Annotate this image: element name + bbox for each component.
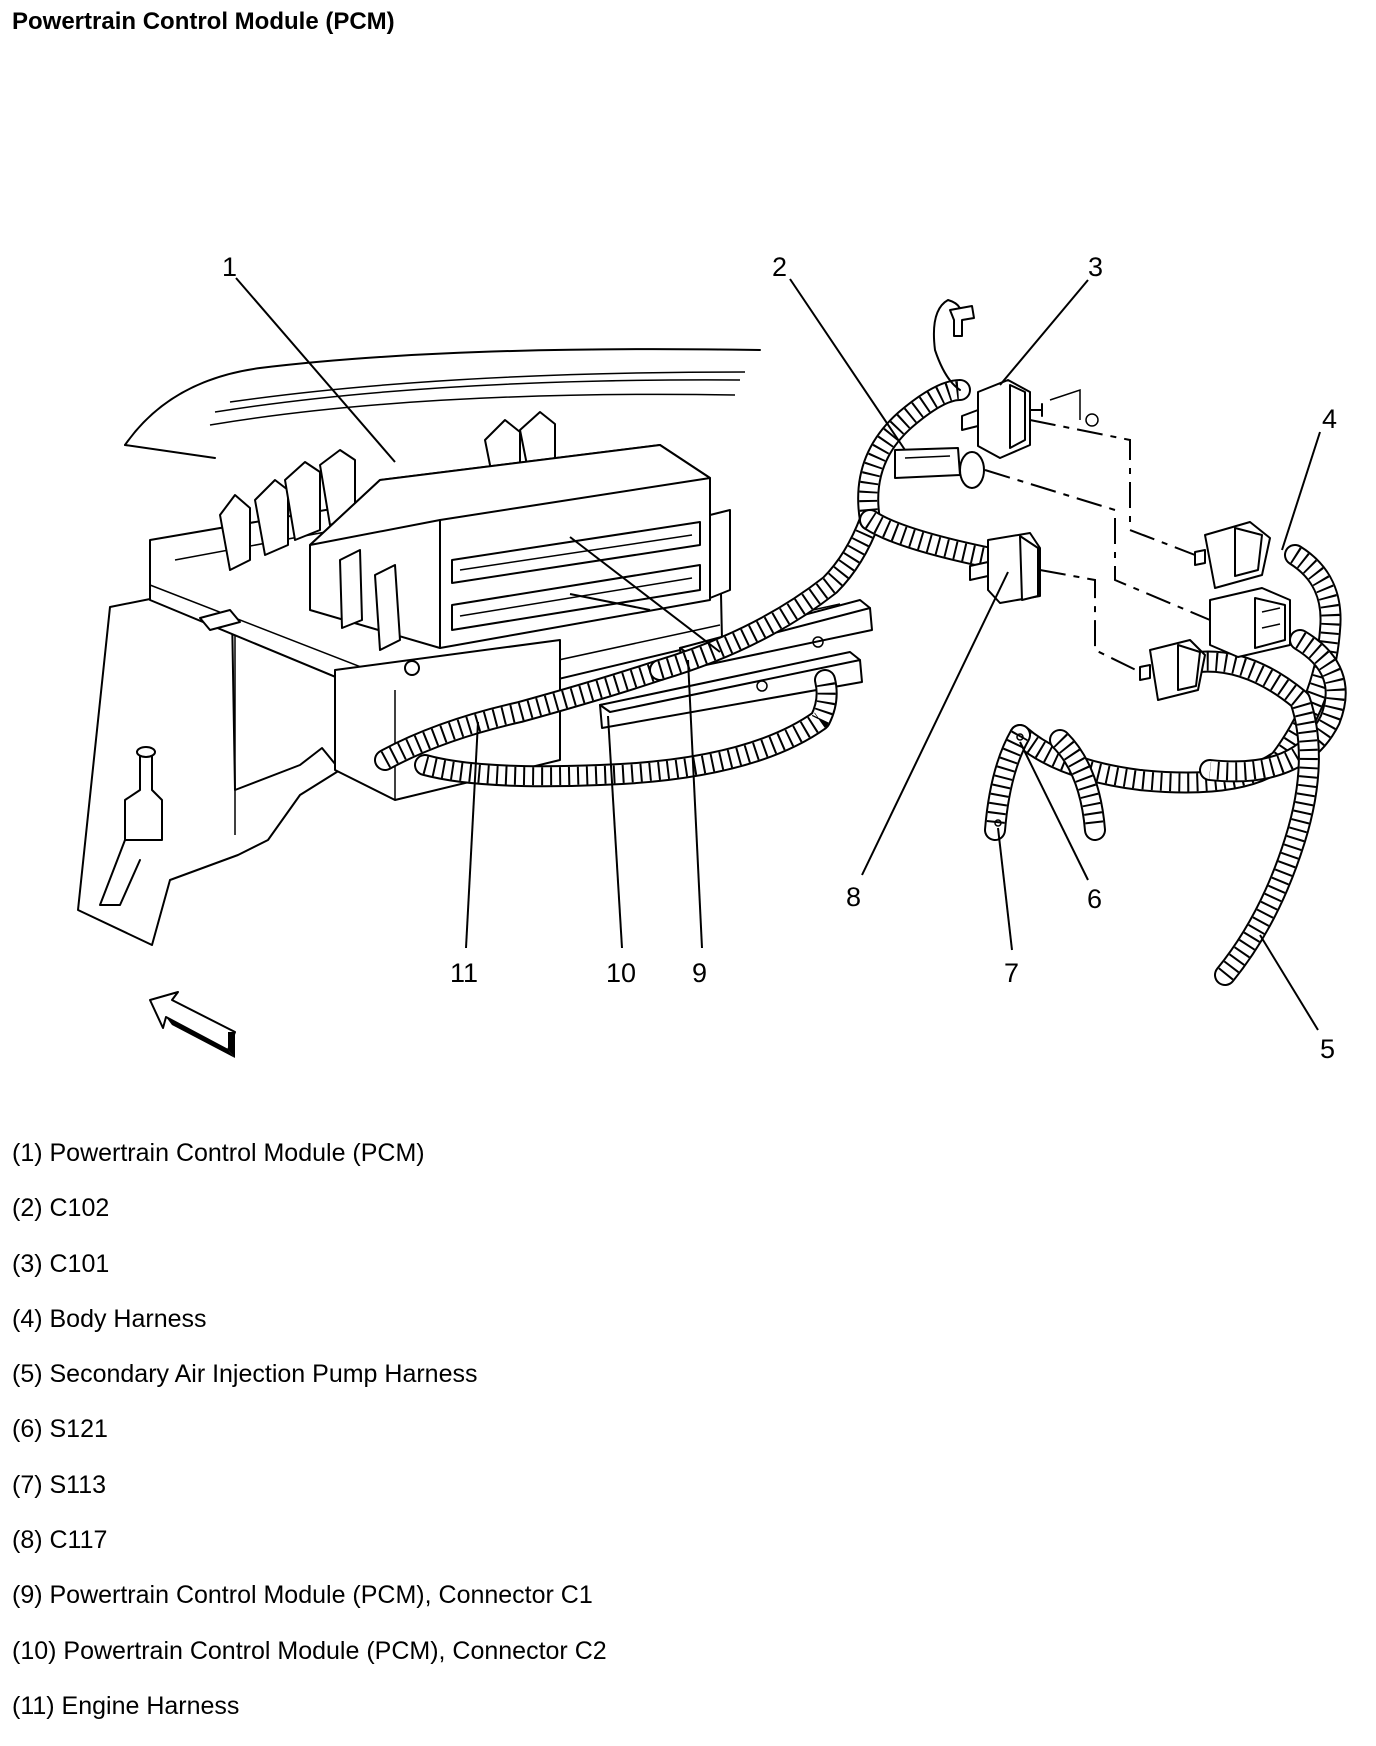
- callout-4: 4: [1322, 404, 1337, 434]
- pcm-location-diagram: 1 2 3 4 5 6 7 8 9 10 11: [77, 252, 1347, 1064]
- body-harness: [857, 299, 1347, 986]
- legend-item: (1) Powertrain Control Module (PCM): [12, 1139, 425, 1167]
- legend-item: (10) Powertrain Control Module (PCM), Co…: [12, 1636, 607, 1665]
- callout-8: 8: [846, 882, 861, 912]
- callout-7: 7: [1004, 958, 1019, 988]
- leader-lines: [235, 277, 1321, 1031]
- legend-item: (2) C102: [12, 1194, 110, 1223]
- legend-item: (8) C117: [12, 1526, 108, 1555]
- legend-item: (4) Body Harness: [12, 1304, 207, 1333]
- body-panel: [77, 348, 761, 946]
- mating-connectors: [1139, 521, 1291, 701]
- legend-item: (6) S121: [12, 1415, 108, 1444]
- splices: [994, 733, 1024, 827]
- callout-11: 11: [450, 958, 478, 988]
- mating-lines: [984, 419, 1211, 673]
- callout-5: 5: [1320, 1034, 1335, 1064]
- connector-c117: [969, 532, 1041, 604]
- legend-item: (11) Engine Harness: [12, 1691, 240, 1720]
- callout-3: 3: [1088, 252, 1103, 282]
- callout-1: 1: [222, 252, 237, 282]
- callout-6: 6: [1087, 884, 1102, 914]
- front-arrow-icon: [149, 991, 236, 1058]
- engine-harness: [374, 509, 881, 788]
- legend-item: (9) Powertrain Control Module (PCM), Con…: [12, 1581, 593, 1610]
- page-title: Powertrain Control Module (PCM): [12, 8, 395, 35]
- callout-9: 9: [692, 958, 707, 988]
- legend-item: (3) C101: [12, 1249, 110, 1278]
- legend-list: (1) Powertrain Control Module (PCM) (2) …: [12, 1138, 607, 1746]
- callout-10: 10: [606, 958, 636, 988]
- callout-2: 2: [772, 252, 787, 282]
- legend-item: (5) Secondary Air Injection Pump Harness: [12, 1360, 478, 1389]
- pcm-module: [219, 411, 731, 651]
- callout-numbers: 1 2 3 4 5 6 7 8 9 10 11: [222, 252, 1337, 1064]
- connector-c102: [894, 447, 985, 489]
- connector-c101: [961, 379, 1099, 459]
- legend-item: (7) S113: [12, 1470, 107, 1499]
